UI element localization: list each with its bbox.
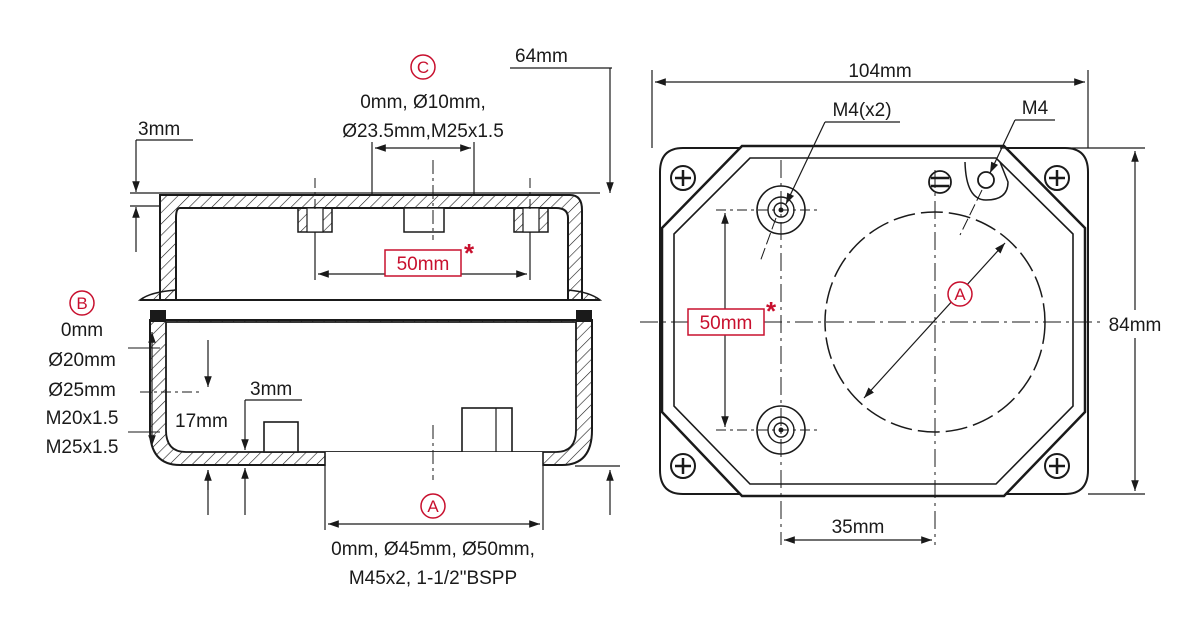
- callout-c-label: C: [417, 58, 429, 77]
- dim-3mm-bottom: 3mm: [250, 379, 292, 400]
- label-m4x2: M4(x2): [832, 100, 891, 121]
- dim-3mm-top: 3mm: [138, 119, 180, 140]
- corner-screw-tl: [670, 165, 696, 191]
- b-spec-line4: M20x1.5: [46, 408, 119, 429]
- callout-a-label-side: A: [427, 497, 439, 516]
- b-spec-line3: Ø25mm: [48, 380, 116, 401]
- corner-screw-tr: [1044, 165, 1070, 191]
- b-spec-line1: 0mm: [61, 320, 103, 341]
- callout-a-label-top: A: [954, 285, 966, 304]
- a-spec-line1: 0mm, Ø45mm, Ø50mm,: [331, 539, 535, 560]
- a-spec-line2: M45x2, 1-1/2"BSPP: [349, 568, 517, 589]
- corner-screw-bl: [670, 453, 696, 479]
- c-spec-line1: 0mm, Ø10mm,: [360, 92, 486, 113]
- hole-a-outline: [824, 211, 1046, 433]
- dim-50mm-box-side: [384, 249, 462, 277]
- m4-hole: [977, 171, 995, 189]
- label-m4: M4: [1022, 98, 1049, 119]
- callout-a-circle-side: [420, 493, 446, 519]
- star-side: *: [464, 238, 475, 268]
- enclosure-outline: [659, 147, 1089, 495]
- side-view: 64mm 3mm C 0mm, Ø10mm, Ø23.5mm,M25x1.5 5…: [46, 46, 620, 589]
- star-top: *: [766, 296, 777, 326]
- dim-17mm: 17mm: [175, 411, 228, 432]
- lid-section: [159, 194, 583, 301]
- lid-boss-center: [403, 207, 445, 233]
- callout-a-circle-top: [947, 281, 973, 307]
- dim-50mm-top: 50mm: [700, 313, 753, 334]
- callout-c-circle: [410, 54, 436, 80]
- callout-b-label: B: [76, 294, 87, 313]
- top-view: A 104mm 84mm 50mm * 35mm M4(x2) M4: [640, 61, 1164, 545]
- b-spec-line5: M25x1.5: [46, 437, 119, 458]
- c-spec-line2: Ø23.5mm,M25x1.5: [342, 121, 504, 142]
- b-spec-line2: Ø20mm: [48, 350, 116, 371]
- dim-84mm: 84mm: [1109, 315, 1162, 336]
- dim-50mm-box-top: [687, 308, 765, 336]
- corner-screw-br: [1044, 453, 1070, 479]
- dim-104mm: 104mm: [848, 61, 911, 82]
- callout-b-circle: [69, 290, 95, 316]
- dim-35mm: 35mm: [832, 517, 885, 538]
- earth-screw: [928, 170, 952, 194]
- dim-64mm: 64mm: [515, 46, 568, 67]
- dim-50mm-side: 50mm: [397, 254, 450, 275]
